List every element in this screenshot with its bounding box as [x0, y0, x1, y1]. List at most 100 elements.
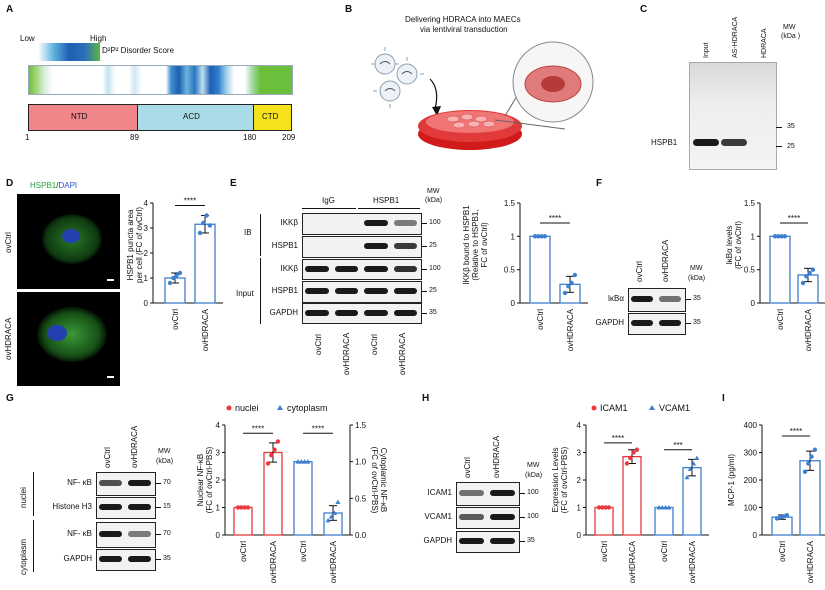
data-point	[204, 213, 209, 218]
side-label-ib: IB	[244, 228, 252, 237]
e-mw-tick	[422, 246, 427, 247]
g-blot-strip	[96, 497, 156, 519]
category-label: ovHDRACA	[628, 540, 637, 583]
g-mw-tick	[156, 534, 161, 535]
data-point	[328, 514, 334, 519]
data-point	[778, 514, 783, 520]
lane-f-1: ovCtrl	[635, 261, 644, 282]
y-tick-label: 3	[577, 449, 582, 458]
g-mw-tick	[156, 507, 161, 508]
group-hspb1: HSPB1	[373, 196, 400, 205]
e-band	[393, 265, 417, 272]
e-band	[305, 309, 329, 316]
y-tick-label: 2	[144, 249, 149, 258]
y-tick-label: 1	[144, 274, 149, 283]
lane-e-3: ovCtrl	[370, 334, 379, 355]
category-label: ovCtrl	[660, 541, 669, 562]
significance-label: ***	[673, 441, 682, 450]
data-point	[207, 223, 213, 228]
data-point	[810, 267, 816, 272]
data-point	[332, 510, 338, 515]
e-row-label: GAPDH	[269, 307, 298, 317]
data-point	[694, 455, 700, 460]
virus-icon	[371, 47, 424, 108]
data-point	[631, 450, 636, 455]
significance-label: ****	[549, 214, 561, 223]
disorder-color-scale	[38, 43, 100, 61]
y-axis-label: FC of ovCtrl)	[480, 222, 489, 268]
mw-unit-e: (kDa)	[425, 197, 443, 204]
data-point	[325, 517, 331, 523]
y-axis-label: (Relative to HSPB1,	[471, 209, 480, 280]
panel-label-i: I	[722, 393, 725, 404]
category-label: ovCtrl	[778, 541, 787, 562]
schematic-title-2: via lentiviral transduction	[420, 25, 508, 34]
data-point	[663, 505, 669, 510]
data-point	[802, 469, 808, 474]
h-row-label: VCAM1	[424, 512, 452, 521]
data-point	[596, 505, 602, 510]
f-band	[659, 296, 681, 302]
g-band	[99, 480, 122, 486]
legend-high-label: High	[90, 34, 107, 43]
g-mw-value: 70	[163, 530, 171, 537]
data-point	[782, 234, 788, 239]
gel-image	[689, 62, 777, 170]
data-point	[781, 514, 786, 519]
e-mw-tick	[422, 223, 427, 224]
e-mw-value: 35	[429, 308, 437, 316]
f-band	[631, 320, 653, 326]
e-mw-tick	[422, 268, 427, 270]
category-label: ovHDRACA	[806, 540, 815, 583]
e-band	[364, 220, 388, 226]
significance-label: ****	[252, 424, 264, 433]
data-point	[779, 234, 784, 239]
g-mw-value: 35	[163, 555, 171, 562]
g-row-label: NF- κB	[67, 478, 92, 487]
h-mw-tick	[520, 541, 525, 542]
e-mw-value: 25	[429, 242, 437, 249]
e-mw-value: 100	[429, 219, 441, 226]
mw-label-g: MW	[158, 448, 171, 455]
data-point	[302, 459, 308, 464]
disorder-track	[28, 65, 293, 95]
h-band	[459, 490, 484, 496]
y-tick-label: 2	[577, 476, 582, 485]
mw-unit-g: (kDa)	[156, 458, 174, 465]
lane-h-2: ovHDRACA	[492, 435, 501, 478]
h-blot-strip	[456, 531, 520, 553]
data-point	[806, 461, 811, 466]
e-band	[393, 243, 417, 249]
y-tick-label-right: 0.5	[355, 494, 367, 503]
legend-label-cytoplasm: cytoplasm	[287, 403, 328, 413]
h-row-label: GAPDH	[423, 536, 452, 545]
panel-label-a: A	[6, 4, 14, 15]
data-point	[167, 280, 173, 286]
f-band	[631, 296, 653, 302]
data-point	[275, 439, 281, 444]
micrograph-ovhdraca	[17, 292, 120, 386]
data-point	[177, 270, 183, 276]
category-label: ovCtrl	[536, 309, 545, 330]
y-axis-label-right: (FC of ovCtrl-PBS)	[370, 447, 379, 514]
bar	[529, 235, 551, 304]
y-axis-label: HSPB1 puncta area	[126, 209, 135, 280]
cell-zoom-icon	[512, 41, 594, 123]
data-point	[272, 447, 277, 452]
y-tick-label: 300	[744, 449, 758, 458]
f-blot-strip	[628, 313, 686, 335]
mw-unit-f: (kDa)	[688, 275, 706, 282]
bar	[594, 506, 614, 536]
h-band	[459, 538, 484, 544]
category-label: ovHDRACA	[201, 308, 210, 351]
panel-label-e: E	[230, 178, 237, 189]
e-row-label: HSPB1	[271, 241, 298, 250]
data-point	[684, 474, 690, 480]
panel-label-g: G	[6, 393, 14, 404]
bar	[769, 235, 791, 304]
micrograph-ovctrl	[17, 194, 120, 289]
data-point	[539, 234, 544, 239]
data-point	[666, 505, 672, 510]
